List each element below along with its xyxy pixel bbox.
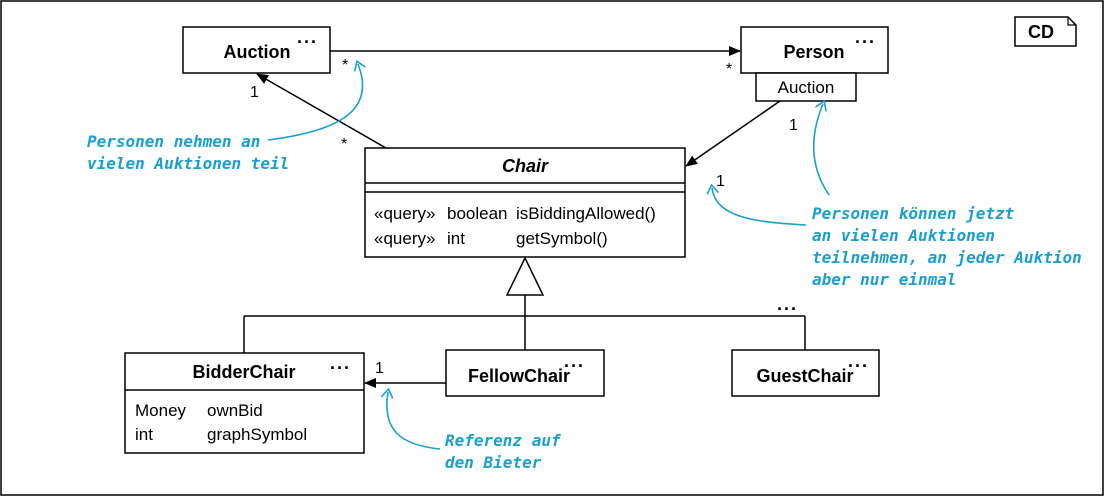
person-qualifier-box (755, 72, 857, 102)
class-person-dots: ... (855, 27, 876, 47)
note3-line1: Referenz auf (445, 431, 561, 450)
class-person-name: Person (783, 42, 844, 62)
chair-method1-stereotype: «query» (374, 204, 435, 223)
class-fellowchair-name: FellowChair (468, 366, 570, 386)
bidderchair-attr1-name: ownBid (207, 401, 263, 420)
mult-chair-auction-auction: 1 (250, 84, 259, 101)
class-chair: Chair «query» boolean isBiddingAllowed()… (364, 147, 686, 258)
class-auction-name: Auction (224, 42, 291, 62)
diagram-type-badge: CD (1014, 16, 1077, 47)
bidderchair-attr2-name: graphSymbol (207, 425, 307, 444)
class-guestchair: GuestChair ... (731, 349, 880, 397)
generalization-tree: ... (243, 256, 806, 353)
note3-line2: den Bieter (445, 453, 542, 472)
mult-person-chair-chair: 1 (716, 173, 725, 190)
mult-auction-person-auction: * (342, 57, 348, 74)
note-persons-once-per-auction: Personen können jetzt an vielen Auktione… (712, 104, 1082, 289)
note2-line4: aber nur einmal (812, 270, 957, 289)
chair-method1-type: boolean (447, 204, 508, 223)
chair-method2-name: getSymbol() (516, 229, 608, 248)
note1-line2: vielen Auktionen teil (87, 154, 289, 173)
class-guestchair-name: GuestChair (756, 366, 853, 386)
note2-line2: an vielen Auktionen (812, 226, 995, 245)
class-bidderchair-name: BidderChair (192, 362, 295, 382)
mult-chair-auction-chair: * (341, 136, 347, 153)
badge-label: CD (1028, 22, 1054, 42)
class-bidderchair: BidderChair ... Money ownBid int graphSy… (124, 352, 365, 454)
chair-method2-stereotype: «query» (374, 229, 435, 248)
note2-pointer-qualifier (812, 104, 830, 196)
note-persons-many-auctions: Personen nehmen an vielen Auktionen teil (87, 64, 363, 173)
class-chair-name: Chair (502, 156, 549, 176)
mult-person-chair-person: 1 (789, 117, 798, 134)
chair-method2-type: int (447, 229, 465, 248)
class-fellowchair-dots: ... (564, 351, 585, 371)
note-reference-bidder: Referenz auf den Bieter (387, 392, 561, 472)
note1-pointer (267, 64, 363, 141)
note3-pointer (387, 392, 441, 450)
note1-line1: Personen nehmen an (87, 132, 260, 151)
person-qualifier: Auction (778, 78, 835, 97)
bidderchair-attr1-type: Money (135, 401, 187, 420)
association-chair-auction (256, 73, 387, 149)
class-guestchair-dots: ... (848, 351, 869, 371)
mult-fellow-bidder: 1 (375, 360, 384, 377)
class-person: Person ... Auction (740, 26, 889, 102)
association-person-chair (685, 100, 781, 167)
generalization-triangle (505, 256, 545, 296)
mult-auction-person-person: * (726, 61, 732, 78)
class-fellowchair: FellowChair ... (445, 349, 605, 397)
class-bidderchair-dots: ... (330, 353, 351, 373)
class-auction: Auction ... (182, 26, 331, 74)
note2-line1: Personen können jetzt (812, 204, 1015, 223)
hierarchy-dots: ... (777, 294, 798, 314)
note2-pointer-mult (712, 188, 807, 226)
bidderchair-attr2-type: int (135, 425, 153, 444)
chair-method1-name: isBiddingAllowed() (516, 204, 656, 223)
note2-line3: teilnehmen, an jeder Auktion (812, 248, 1082, 267)
class-auction-dots: ... (297, 27, 318, 47)
